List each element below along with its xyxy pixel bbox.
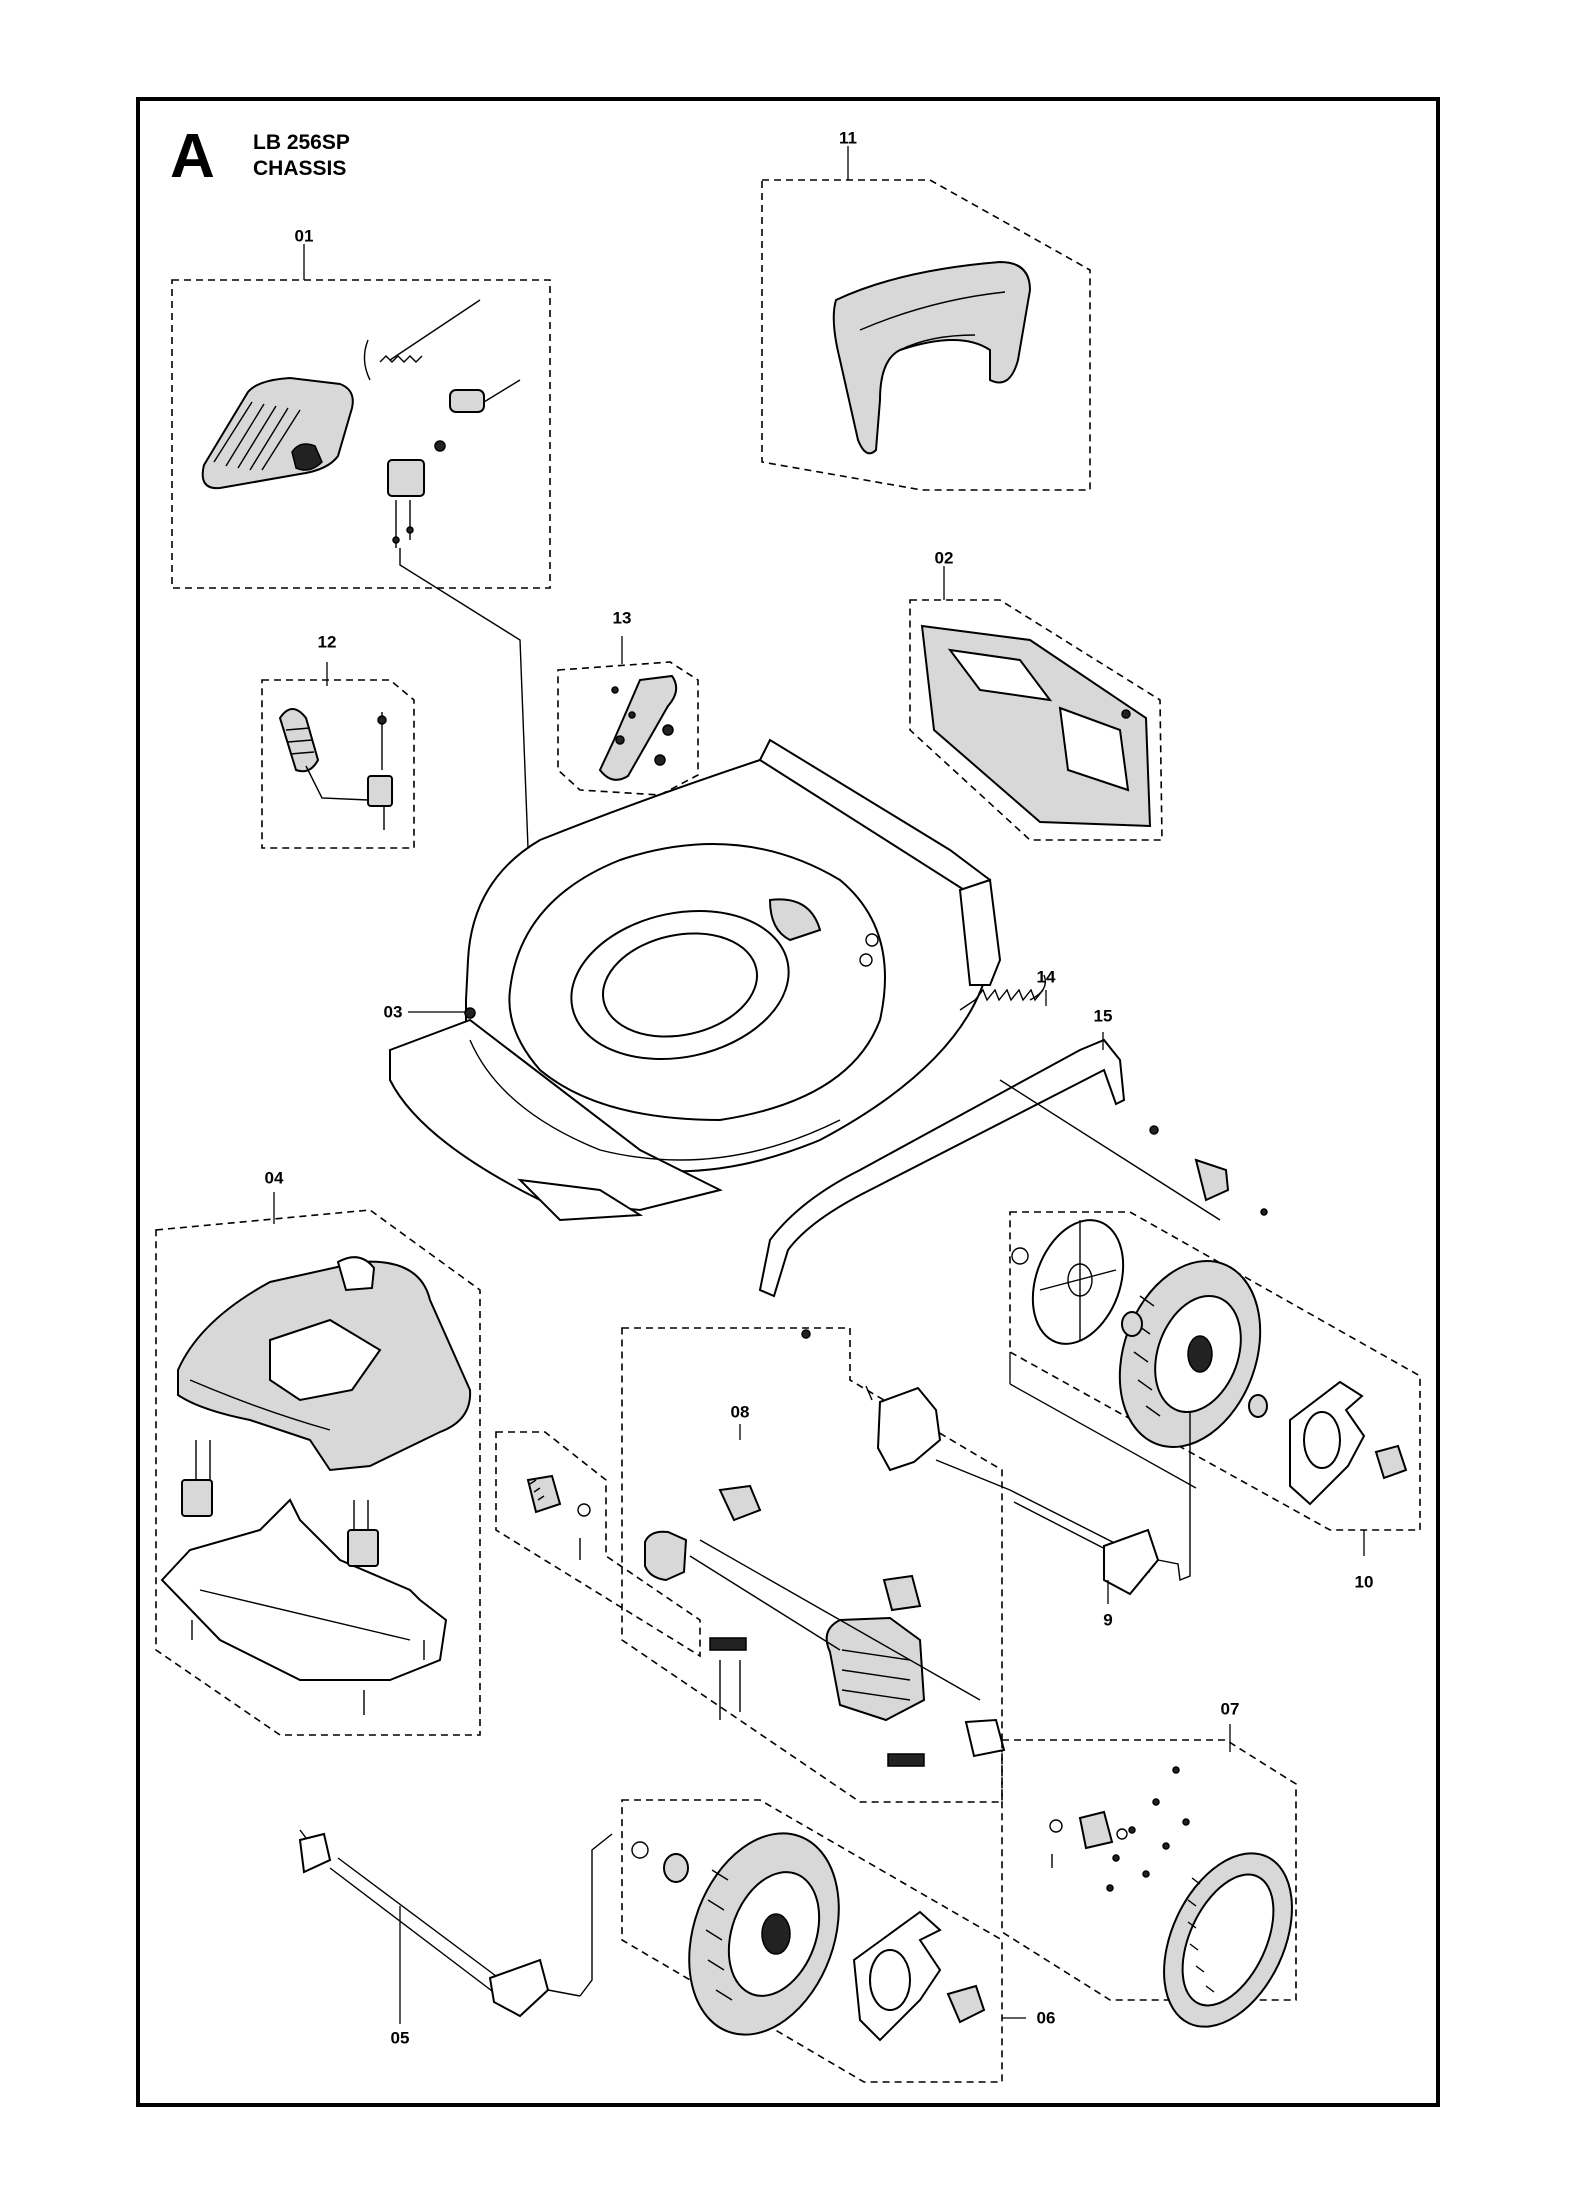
callout-07: 07	[1220, 1699, 1240, 1719]
ring-gear-screws	[1106, 1766, 1190, 1892]
callout-01: 01	[294, 226, 314, 246]
group-box-04	[155, 1209, 481, 1736]
group-name: CHASSIS	[253, 157, 347, 181]
model-title: LB 256SP CHASSIS	[253, 130, 350, 183]
callout-11: 11	[839, 128, 857, 148]
rear-wheel-disc-part	[1031, 1219, 1125, 1345]
rear-flap-part	[832, 260, 1032, 455]
engine-cover-part	[177, 1256, 472, 1472]
bushing-part	[644, 1530, 688, 1582]
rear-axle-lever-part	[865, 1385, 1191, 1596]
group-box-08	[621, 1327, 1003, 1803]
lever-bracket-part	[387, 379, 521, 548]
front-hubcap-part	[852, 1910, 986, 2042]
callout-12: 12	[317, 632, 337, 652]
pinion-gear-right-part	[1049, 1810, 1128, 1868]
group-box-02	[909, 599, 1163, 841]
rear-hubcap-part	[1289, 1380, 1408, 1506]
cover-plate-part	[920, 624, 1152, 828]
group-box-07	[1001, 1739, 1297, 2001]
group-box-12	[261, 679, 415, 849]
spring-part	[959, 974, 1047, 1011]
group-box-01	[171, 279, 551, 589]
ring-gear-part	[1163, 1852, 1293, 2028]
height-bracket-part	[598, 674, 678, 781]
callout-06: 06	[1036, 2008, 1056, 2028]
callout-03: 03	[383, 1002, 403, 1022]
callout-10: 10	[1354, 1572, 1374, 1592]
callout-04: 04	[264, 1168, 284, 1188]
mower-deck-part	[389, 738, 1002, 1222]
rear-wheel-part	[1118, 1260, 1262, 1448]
gearbox-part	[689, 1484, 1006, 1767]
group-box-11	[761, 179, 1091, 491]
section-letter: A	[170, 122, 215, 191]
lever-handle-part	[201, 376, 354, 490]
callout-9: 9	[1103, 1610, 1113, 1630]
group-box-13	[557, 661, 699, 796]
callout-14: 14	[1036, 967, 1056, 987]
diagram-frame	[136, 97, 1440, 2107]
group-box-gear-left	[495, 1431, 701, 1658]
group-box-10	[1009, 1211, 1421, 1531]
callout-02: 02	[934, 548, 954, 568]
height-lever-part	[278, 708, 393, 830]
callout-13: 13	[612, 608, 632, 628]
model-name: LB 256SP	[253, 131, 350, 154]
cable-spring-part	[363, 299, 481, 381]
callout-15: 15	[1093, 1006, 1113, 1026]
pinion-gear-left-part	[526, 1474, 591, 1560]
callout-08: 08	[730, 1402, 750, 1422]
front-wheel-part	[688, 1832, 840, 2036]
cover-base-part	[160, 1440, 448, 1715]
rear-axle-bar-part	[758, 1038, 1268, 1339]
front-axle-part	[298, 1829, 613, 2018]
group-box-06	[621, 1799, 1003, 2083]
callout-05: 05	[390, 2028, 410, 2048]
